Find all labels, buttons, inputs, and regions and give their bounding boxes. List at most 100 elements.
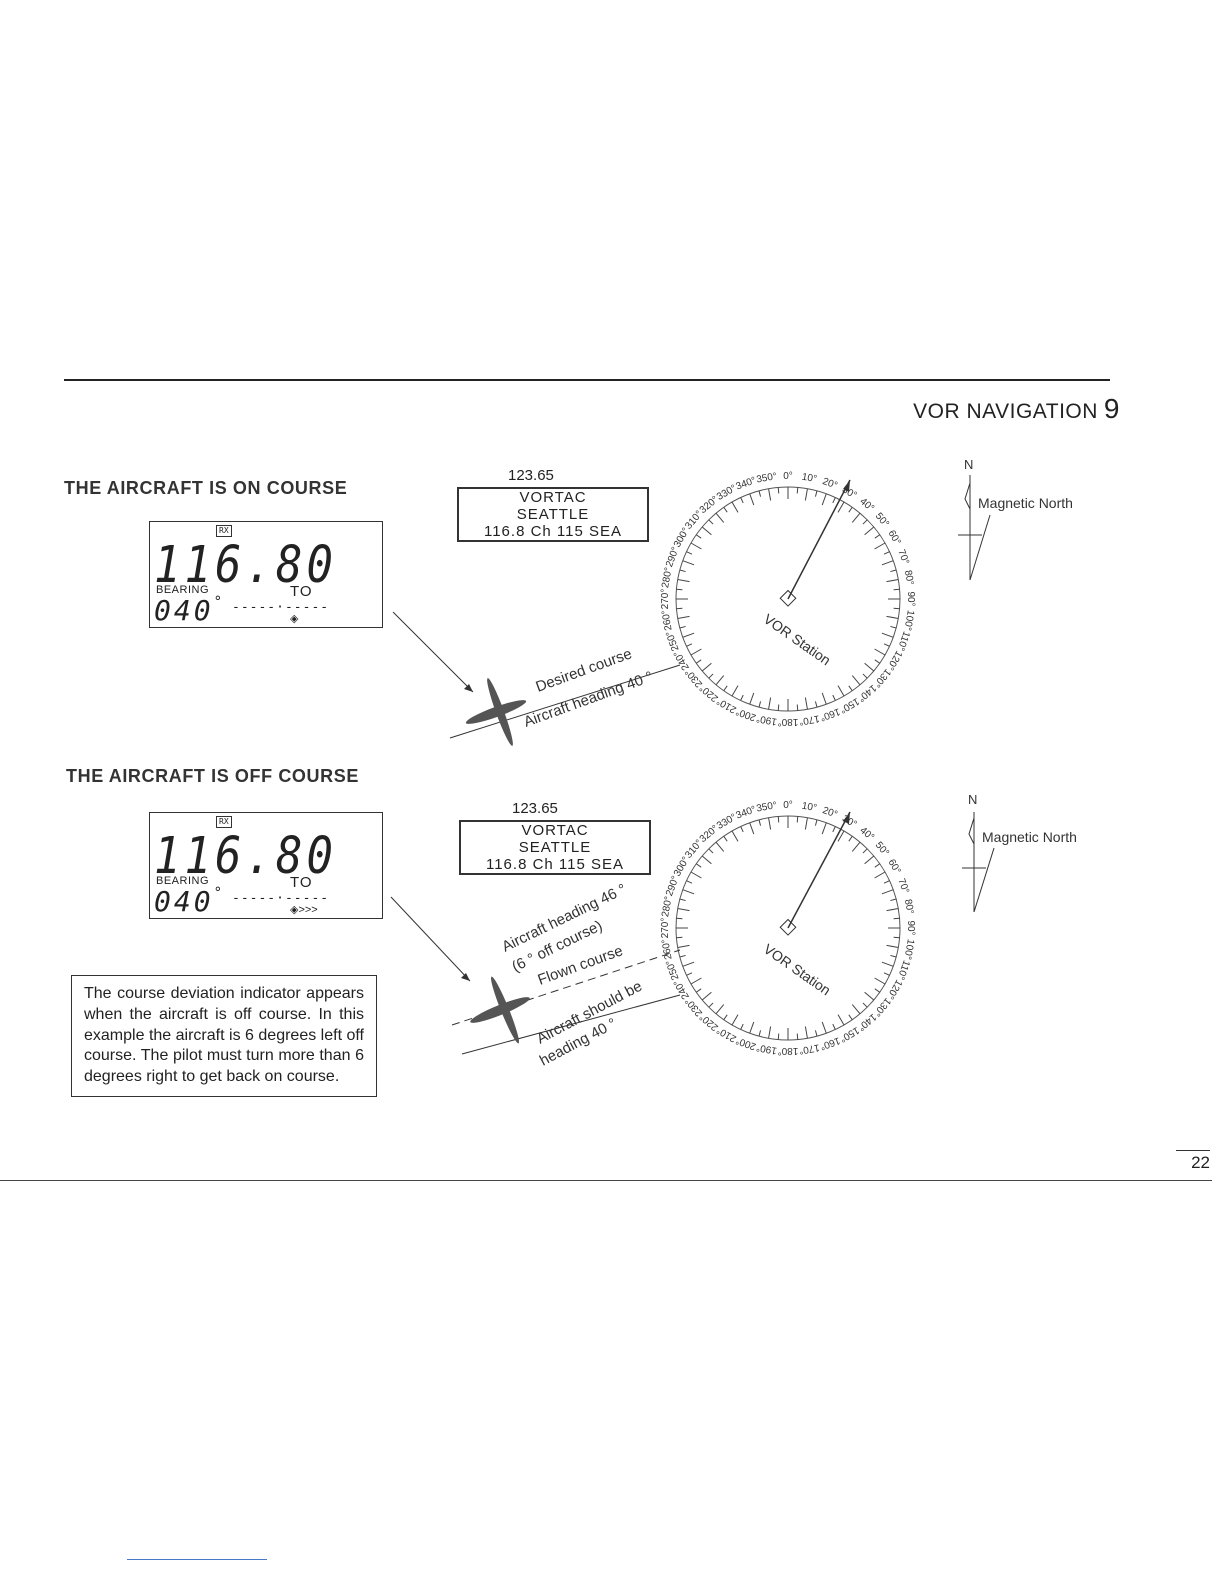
compass-tick xyxy=(862,1002,868,1008)
compass-tick xyxy=(749,1021,755,1034)
compass-tick xyxy=(677,579,690,583)
compass-tick xyxy=(848,506,853,513)
compass-tick xyxy=(864,991,875,1001)
compass-tick xyxy=(715,512,725,523)
compass-tick xyxy=(851,841,861,852)
compass-tick xyxy=(864,662,875,672)
compass-tick xyxy=(796,487,799,494)
compass-degree-label: 250° xyxy=(664,958,681,981)
compass-tick xyxy=(723,685,728,692)
compass-tick xyxy=(893,607,900,610)
magnetic-north-label: Magnetic North xyxy=(978,495,1073,511)
compass-tick xyxy=(893,917,900,920)
off-course-magnetic-north-symbol: N Magnetic North xyxy=(962,792,1077,913)
bearing-digits: 040 xyxy=(154,594,214,627)
compass-tick xyxy=(695,988,702,993)
compass-tick xyxy=(758,819,762,826)
compass-degree-label: 110° xyxy=(895,959,912,982)
station-type: VORTAC xyxy=(519,489,587,506)
compass-degree-label: 90° xyxy=(905,920,916,935)
compass-tick xyxy=(715,675,725,686)
on-course-compass-rose: 0°10°20°30°40°50°60°70°80°90°100°110°120… xyxy=(660,471,916,727)
station-type: VORTAC xyxy=(521,822,589,839)
compass-tick xyxy=(874,863,881,868)
compass-tick xyxy=(883,880,890,884)
compass-degree-label: 0° xyxy=(783,800,793,811)
rx-indicator: RX xyxy=(216,525,232,537)
compass-tick xyxy=(837,685,845,697)
compass-tick xyxy=(832,1023,836,1030)
compass-tick xyxy=(708,673,714,679)
compass-tick xyxy=(821,1021,827,1034)
compass-degree-label: 60° xyxy=(886,528,903,547)
compass-tick xyxy=(837,1014,845,1026)
compass-tick xyxy=(677,615,690,619)
compass-tick xyxy=(731,501,739,513)
compass-tick xyxy=(874,648,886,656)
compass-degree-label: 350° xyxy=(756,800,778,814)
compass-degree-label: 190° xyxy=(756,1041,778,1055)
compass-tick xyxy=(874,977,886,985)
compass-tick xyxy=(886,944,899,948)
compass-tick xyxy=(862,519,868,525)
compass-degree-label: 170° xyxy=(798,712,820,726)
compass-tick xyxy=(890,569,897,573)
compass-tick xyxy=(796,816,799,823)
vor-station-label: VOR Station xyxy=(761,611,834,669)
on-course-station-box: VORTAC SEATTLE 116.8 Ch 115 SEA xyxy=(457,487,649,542)
compass-tick xyxy=(814,701,818,708)
compass-tick xyxy=(676,917,683,920)
station-name: SEATTLE xyxy=(516,506,590,523)
compass-tick xyxy=(677,944,690,948)
bearing-value: 040° xyxy=(154,885,225,918)
compass-degree-label: 160° xyxy=(818,1034,841,1051)
compass-degree-label: 180° xyxy=(778,1045,799,1056)
compass-tick xyxy=(690,871,702,879)
compass-tick xyxy=(804,817,808,830)
compass-tick xyxy=(686,972,693,976)
compass-tick xyxy=(881,961,894,967)
compass-tick xyxy=(708,848,714,854)
degree-symbol: ° xyxy=(213,594,226,610)
compass-tick xyxy=(874,542,886,550)
off-course-compass-rose: 0°10°20°30°40°50°60°70°80°90°100°110°120… xyxy=(660,800,916,1056)
compass-tick xyxy=(740,1023,744,1030)
compass-tick xyxy=(837,501,845,513)
compass-degree-label: 340° xyxy=(735,804,758,821)
compass-tick xyxy=(821,493,827,506)
compass-tick xyxy=(682,889,695,895)
compass-degree-label: 20° xyxy=(821,805,839,821)
compass-tick xyxy=(804,697,808,710)
compass-tick xyxy=(777,704,780,711)
compass-tick xyxy=(682,560,695,566)
compass-degree-label: 270° xyxy=(660,589,671,610)
on-course-com-frequency: 123.65 xyxy=(508,467,554,484)
bearing-label: BEARING xyxy=(156,875,210,887)
explanation-note: The course deviation indicator appears w… xyxy=(71,975,377,1097)
compass-tick xyxy=(758,701,762,708)
compass-tick xyxy=(708,519,714,525)
vor-station-label: VOR Station xyxy=(761,941,834,999)
compass-tick xyxy=(777,816,780,823)
compass-tick xyxy=(814,1030,818,1037)
compass-degree-label: 160° xyxy=(818,705,841,722)
hyperlink-underline[interactable] xyxy=(127,1559,267,1560)
compass-tick xyxy=(890,625,897,629)
compass-tick xyxy=(768,817,772,830)
compass-tick xyxy=(723,835,728,842)
compass-tick xyxy=(881,632,894,638)
compass-tick xyxy=(690,977,702,985)
compass-degree-label: 80° xyxy=(902,898,915,915)
vor-station-icon xyxy=(779,918,797,936)
compass-tick xyxy=(851,1004,861,1015)
compass-degree-label: 270° xyxy=(660,918,671,939)
compass-tick xyxy=(883,551,890,555)
bearing-value: 040° xyxy=(154,594,225,627)
compass-tick xyxy=(731,1014,739,1026)
compass-tick xyxy=(874,534,881,539)
header-rule xyxy=(64,379,1110,381)
compass-tick xyxy=(874,988,881,993)
compass-degree-label: 70° xyxy=(895,548,911,566)
compass-tick xyxy=(821,822,827,835)
